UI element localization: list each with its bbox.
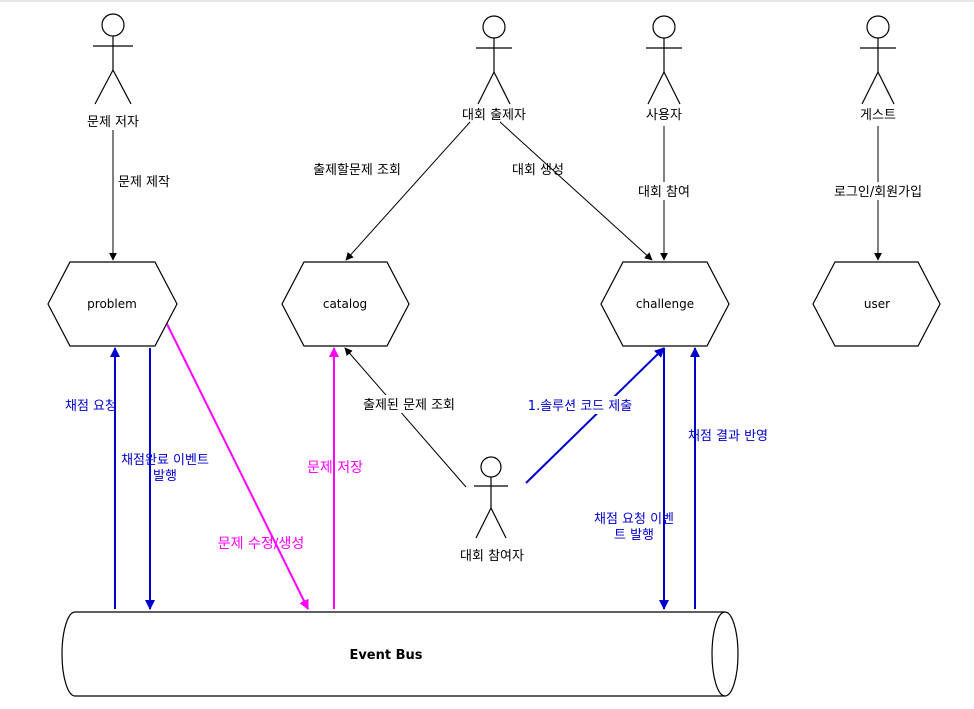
- service-catalog-hexagon: [281, 261, 410, 347]
- label-bg-create-problem: [114, 172, 174, 190]
- service-challenge-label: challenge: [636, 297, 694, 311]
- service-problem-hexagon: [47, 261, 178, 347]
- actor-label-contest-setter: 대회 출제자: [462, 108, 526, 123]
- edge-label-query-problems: 출제할문제 조회: [313, 163, 401, 178]
- edge-label-submit-solution: 1.솔루션 코드 제출: [528, 399, 632, 414]
- edge-label-login-signup: 로그인/회원가입: [834, 185, 922, 200]
- event-bus-cylinder: [61, 611, 739, 697]
- actor-participant: [474, 456, 508, 539]
- label-bg-join-contest: [636, 182, 692, 200]
- service-user-hexagon: [812, 261, 941, 347]
- actor-label-participant: 대회 참여자: [460, 549, 524, 564]
- edge-label-problem-modify: 문제 수정/생성: [218, 536, 304, 552]
- actor-label-user: 사용자: [646, 108, 682, 123]
- label-bg-submit-solution: [520, 396, 640, 414]
- edge-label-grading-done-line1: 채점완료 이벤트: [121, 453, 209, 468]
- top-border: [0, 0, 974, 2]
- actor-user: [646, 15, 682, 105]
- edge-label-grading-request: 채점 요청: [65, 399, 117, 414]
- edge-create-contest: [499, 121, 653, 261]
- edge-label-create-contest: 대회 생성: [512, 163, 564, 178]
- edge-label-apply-result: 채점 결과 반영: [688, 429, 768, 444]
- event-bus-label: Event Bus: [349, 648, 422, 663]
- service-problem-label: problem: [87, 297, 137, 311]
- service-challenge-hexagon: [600, 261, 730, 347]
- actor-guest: [860, 15, 896, 105]
- actor-label-problem-author: 문제 저자: [87, 115, 139, 130]
- edge-problem-modify: [165, 321, 309, 610]
- edge-submit-solution: [525, 347, 665, 484]
- label-bg-query-set-problems: [357, 395, 461, 413]
- service-user-label: user: [864, 297, 890, 311]
- edge-label-problem-save: 문제 저장: [307, 460, 363, 476]
- edge-label-grading-event-line2: 트 발행: [614, 527, 654, 543]
- label-bg-login-signup: [832, 182, 924, 200]
- edge-query-set-problems: [344, 347, 467, 488]
- actor-label-guest: 게스트: [860, 108, 896, 123]
- actor-contest-setter: [476, 15, 512, 105]
- edge-label-query-set-problems: 출제된 문제 조회: [363, 398, 455, 413]
- actor-problem-author: [93, 13, 133, 105]
- service-catalog-label: catalog: [323, 297, 367, 311]
- edge-label-grading-done-line2: 발행: [153, 468, 177, 484]
- edge-label-create-problem: 문제 제작: [118, 175, 170, 190]
- edge-query-problems: [345, 121, 471, 261]
- edge-label-join-contest: 대회 참여: [638, 185, 690, 200]
- edge-label-grading-event-line1: 채점 요청 이벤: [594, 512, 674, 527]
